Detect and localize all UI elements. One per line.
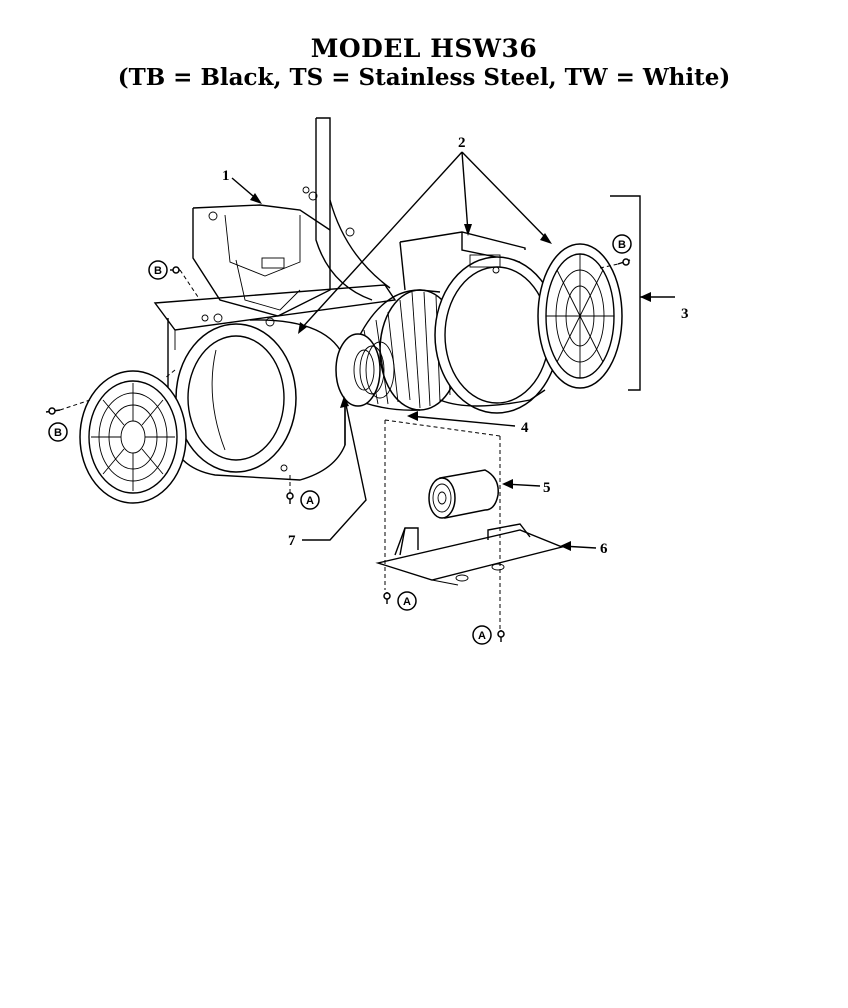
housing-bracket-part-1 xyxy=(192,117,391,317)
callout-2: 2 xyxy=(458,135,466,151)
callout-4: 4 xyxy=(521,420,529,436)
svg-text:B: B xyxy=(154,265,162,277)
diagram-title: MODEL HSW36 xyxy=(310,34,538,63)
arrowheads xyxy=(250,193,651,551)
screw-b-left-top xyxy=(170,266,180,274)
fastener-marker-a-bracket-right: A xyxy=(472,625,492,645)
capacitor-part-5 xyxy=(428,469,499,519)
blower-housing-front xyxy=(167,314,346,481)
fastener-marker-b-left-bottom: B xyxy=(48,422,68,442)
svg-text:A: A xyxy=(478,630,486,642)
capacitor-bracket-part-6 xyxy=(375,523,565,586)
svg-text:B: B xyxy=(54,427,62,439)
svg-text:A: A xyxy=(403,596,411,608)
callout-7: 7 xyxy=(288,533,296,549)
screw-b-right xyxy=(617,258,631,266)
fastener-marker-b-left-top: B xyxy=(148,260,168,280)
svg-text:A: A xyxy=(306,495,314,507)
blower-housing-rear xyxy=(399,231,560,414)
diagram-subtitle: (TB = Black, TS = Stainless Steel, TW = … xyxy=(117,64,731,91)
callout-3: 3 xyxy=(681,306,689,322)
alignment-lines xyxy=(59,263,619,630)
fastener-marker-a-bracket-left: A xyxy=(397,591,417,611)
callout-1: 1 xyxy=(222,168,230,184)
inlet-grille-front xyxy=(79,370,187,504)
inlet-grille-rear-part-3 xyxy=(537,243,623,389)
callout-5: 5 xyxy=(543,480,551,496)
screw-a-bracket-right xyxy=(497,630,505,642)
svg-text:B: B xyxy=(618,239,626,251)
fastener-marker-a-housing: A xyxy=(300,490,320,510)
screw-b-left-bottom xyxy=(45,407,61,415)
screw-a-bracket-left xyxy=(383,592,391,604)
fastener-marker-b-right: B xyxy=(612,234,632,254)
screw-a-housing xyxy=(286,492,294,504)
callout-6: 6 xyxy=(600,541,608,557)
